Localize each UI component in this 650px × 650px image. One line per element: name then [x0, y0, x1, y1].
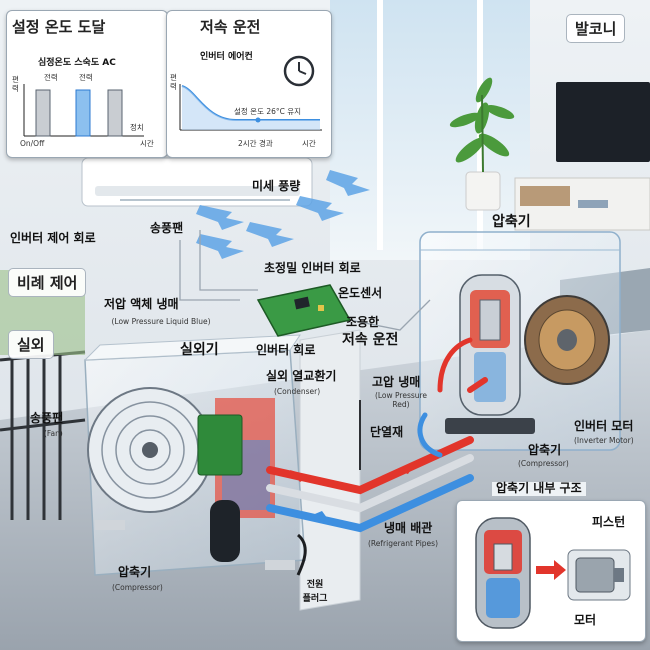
indoor-ac-unit — [81, 157, 313, 207]
lowspeed-chart — [179, 84, 322, 131]
lowspeed-y-axis: 편력 — [170, 73, 177, 91]
plant-leaves — [449, 77, 515, 163]
proportional-control-tag: 비례 제어 — [8, 268, 87, 297]
setpoint-panel-title: 설정 온도 도달 — [12, 18, 106, 36]
setpoint-bar-label-b: 전력 — [79, 73, 93, 82]
compressor-top-label: 압축기 — [492, 214, 531, 230]
setpoint-bar-3 — [107, 89, 123, 137]
outdoor-unit — [83, 334, 306, 576]
power-cable — [296, 533, 307, 576]
lowspeed-annotation: 설정 온도 26°C 유지 — [234, 107, 302, 116]
inverter-circuit-label: 인버터 회로 — [256, 343, 316, 357]
inverter-control-circuit-label: 인버터 제어 회로 — [10, 231, 96, 245]
setpoint-bar-label-a: 전력 — [44, 73, 58, 82]
lowspeed-x-right: 시간 — [302, 139, 316, 148]
plant-pot — [465, 171, 501, 211]
low-pressure-label: 저압 액체 냉매 — [104, 297, 179, 311]
refrigerant-pipes-en-label: (Refrigerant Pipes) — [368, 539, 439, 548]
compressor-bottom-label: 압축기 — [118, 565, 152, 579]
inner-structure-title: 압축기 내부 구조 — [492, 481, 586, 496]
compressor-bottom-en-label: (Compressor) — [112, 583, 163, 592]
fan-en-label: (Fan) — [44, 429, 63, 438]
airflow-arrows — [196, 170, 370, 259]
setpoint-x-right: 시간 — [140, 139, 154, 148]
condenser-en-label: (Condenser) — [274, 387, 321, 396]
outdoor-tag: 실외 — [8, 330, 54, 359]
low-speed-run-label: 저속 운전 — [342, 332, 399, 348]
inverter-motor-en-label: (Inverter Motor) — [574, 436, 634, 445]
arrow-icon — [536, 560, 566, 580]
tv — [556, 82, 650, 162]
insulation-label: 단열재 — [370, 425, 404, 439]
outdoor-unit-label: 실외기 — [180, 342, 219, 358]
lowspeed-x-mid: 2시간 경과 — [238, 139, 273, 148]
temp-sensor-label: 온도센서 — [338, 286, 383, 300]
precision-inverter-circuit-label: 초정밀 인버터 회로 — [264, 261, 361, 275]
transparent-compressor-unit — [419, 231, 621, 451]
setpoint-y-axis: 편력 — [12, 75, 19, 93]
quiet-label: 조용한 — [346, 315, 380, 329]
fan-label: 송풍팬 — [30, 411, 64, 425]
refrigerant-pipes — [266, 337, 488, 533]
blower-fan-label: 송풍팬 — [150, 221, 184, 235]
setpoint-bar-1 — [35, 89, 51, 137]
window-light — [330, 0, 530, 260]
lowspeed-panel-title: 저속 운전 — [200, 18, 261, 36]
inverter-motor-label: 인버터 모터 — [574, 419, 634, 433]
low-pressure-en-label: (Low Pressure Liquid Blue) — [111, 317, 211, 326]
inner-structure-diagram — [475, 517, 631, 629]
setpoint-x-right-top: 정치 — [130, 123, 144, 132]
balcony-tag: 발코니 — [566, 14, 626, 43]
piston-label: 피스턴 — [592, 515, 626, 529]
high-pressure-label: 고압 냉매 — [372, 375, 421, 389]
inverter-pcb — [256, 284, 352, 337]
power-plug-label-1: 전원 — [306, 580, 324, 590]
setpoint-x-left: On/Off — [20, 139, 45, 148]
motor-label: 모터 — [574, 613, 597, 627]
compressor-mid-en-label: (Compressor) — [518, 459, 569, 468]
condenser-label: 실외 열교환기 — [266, 369, 337, 383]
setpoint-bar-2 — [75, 89, 91, 137]
setpoint-chart-title: 심정온도 스숙도 AC — [38, 58, 116, 68]
setpoint-chart — [23, 84, 144, 137]
refrigerant-pipes-label: 냉매 배관 — [384, 521, 433, 535]
high-pressure-en-label: (Low Pressure Red) — [374, 391, 428, 409]
lowspeed-chart-title: 인버터 에어컨 — [200, 52, 253, 62]
power-plug-label-2: 플러그 — [302, 594, 328, 604]
clock-icon — [283, 55, 315, 87]
compressor-mid-label: 압축기 — [528, 443, 562, 457]
flow-arrows — [290, 464, 415, 522]
fine-airflow-label: 미세 풍량 — [252, 179, 301, 193]
